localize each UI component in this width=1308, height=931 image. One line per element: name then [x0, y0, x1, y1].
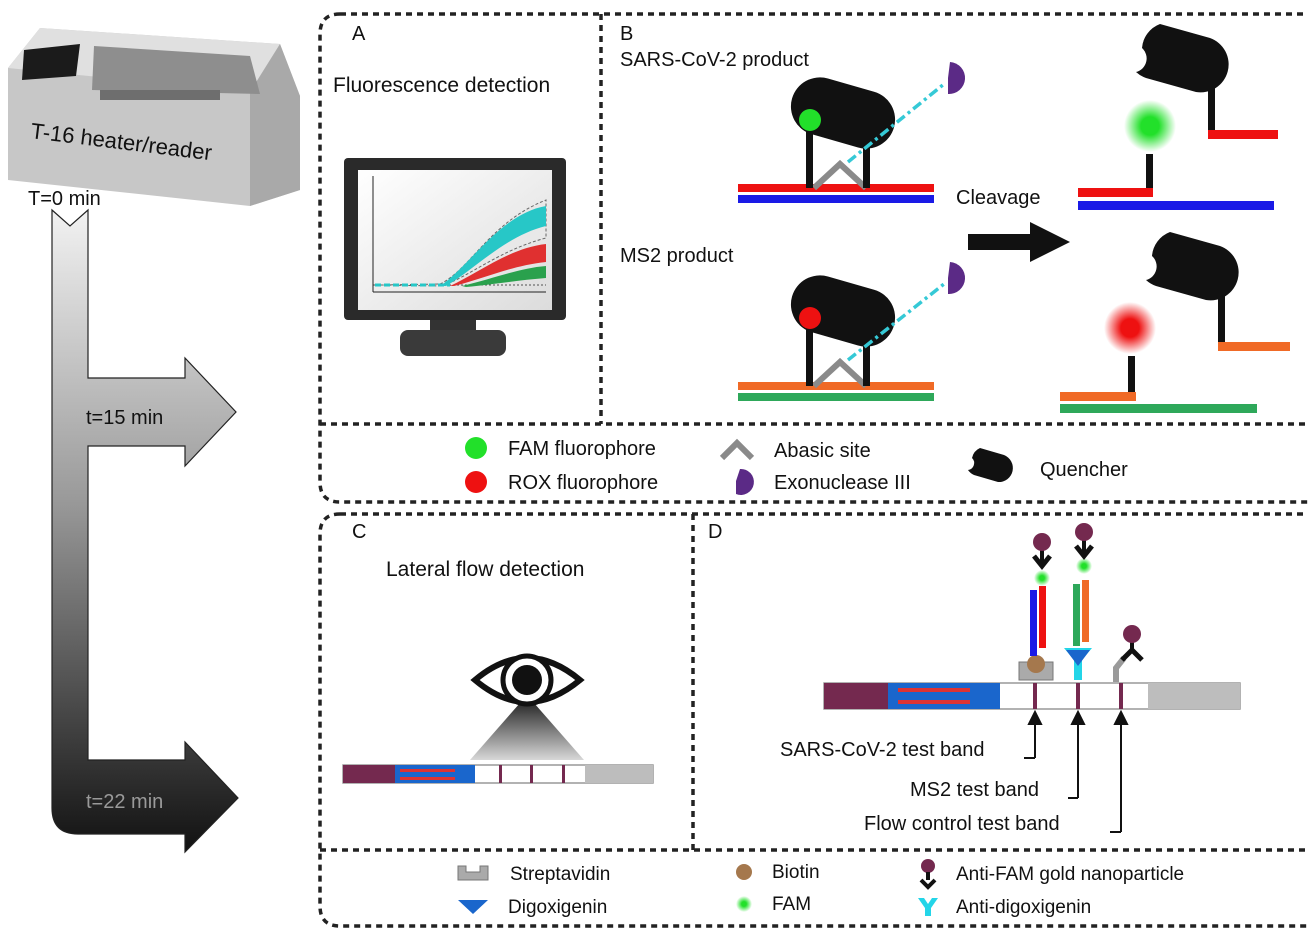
eye-icon: [470, 653, 585, 760]
legend-bottom: Streptavidin Digoxigenin Biotin FAM Anti…: [457, 859, 1184, 918]
panel-a-title: Fluorescence detection: [333, 74, 550, 97]
sars-strand-top: [738, 184, 934, 192]
legend-top: FAM fluorophore ROX fluorophore Abasic s…: [465, 437, 1128, 495]
legend-anti-dig: Anti-digoxigenin: [956, 897, 1091, 918]
sars-capture-complex: [1018, 533, 1054, 681]
quencher: [790, 275, 896, 347]
panel-b: B SARS-CoV-2 product MS2 product Cleavag…: [620, 23, 1290, 413]
legend-abasic: Abasic site: [774, 440, 871, 462]
device-lid: [92, 46, 260, 94]
quencher-swatch: [968, 448, 1013, 483]
anti-fam-swatch: [919, 859, 937, 890]
panel-a: A Fluorescence detection: [333, 23, 566, 356]
absorbent-pad: [1148, 683, 1240, 709]
sars-band-label: SARS-CoV-2 test band: [780, 739, 985, 761]
ms2-band-label: MS2 test band: [910, 779, 1039, 801]
digoxigenin-swatch: [458, 900, 488, 914]
legend-quencher: Quencher: [1040, 459, 1128, 481]
fam-fluorophore: [799, 109, 821, 131]
fam-swatch: [736, 896, 752, 912]
panel-d: D: [708, 521, 1241, 835]
sars-strand-bottom: [738, 195, 934, 203]
biotin-swatch: [736, 864, 752, 880]
sars-product-label: SARS-CoV-2 product: [620, 49, 809, 71]
ms2-strand-bottom: [738, 393, 934, 401]
exonuclease-iii: [948, 62, 966, 95]
flow-band-label: Flow control test band: [864, 813, 1060, 835]
panel-b-letter: B: [620, 23, 633, 45]
streptavidin-swatch: [457, 865, 489, 881]
legend-digoxigenin: Digoxigenin: [508, 897, 607, 918]
sars-intact-probe: [738, 62, 966, 203]
sars-test-line: [1033, 683, 1037, 709]
legend-fam-label: FAM: [772, 894, 811, 915]
abasic-site: [811, 357, 869, 389]
legend-exo: Exonuclease III: [774, 472, 911, 494]
t16-device: T-16 heater/reader: [8, 28, 300, 206]
t15-label: t=15 min: [86, 407, 163, 429]
quencher: [790, 77, 896, 149]
abasic-site: [811, 159, 869, 191]
legend-streptavidin: Streptavidin: [510, 864, 610, 885]
rox-fluorophore: [799, 307, 821, 329]
lateral-flow-strip-small: [342, 764, 654, 784]
bottom-frame-border: [318, 512, 1308, 928]
panel-c: C Lateral flow detection: [342, 521, 654, 784]
device-display: [22, 44, 80, 80]
ms2-capture-complex: [1064, 523, 1094, 680]
legend-biotin: Biotin: [772, 862, 820, 883]
legend-rox: ROX fluorophore: [508, 472, 658, 494]
t22-label: t=22 min: [86, 791, 163, 813]
anti-dig-swatch: [918, 898, 938, 916]
exonuclease-swatch: [736, 468, 754, 495]
ms2-cleaved-product: [1060, 232, 1290, 413]
cleavage-label: Cleavage: [956, 187, 1041, 209]
panel-frames: [318, 12, 1308, 928]
monitor-icon: [344, 158, 566, 356]
rox-fluorophore-swatch: [465, 471, 487, 493]
rox-glow: [1104, 302, 1156, 354]
ms2-test-line: [1076, 683, 1080, 709]
flow-control-line: [1119, 683, 1123, 709]
fam-glow: [1124, 100, 1176, 152]
cleavage-arrow: [968, 222, 1070, 262]
t0-label: T=0 min: [28, 188, 101, 210]
panel-d-letter: D: [708, 521, 722, 543]
legend-anti-fam: Anti-FAM gold nanoparticle: [956, 864, 1184, 885]
ms2-product-label: MS2 product: [620, 245, 734, 267]
panel-a-letter: A: [352, 23, 366, 45]
fam-fluorophore-swatch: [465, 437, 487, 459]
exonuclease-iii: [948, 262, 966, 295]
abasic-site-swatch: [719, 438, 755, 461]
panel-c-letter: C: [352, 521, 366, 543]
lateral-flow-strip-large: [823, 682, 1241, 710]
sars-cleaved-product: [1078, 24, 1278, 210]
flow-control-complex: [1113, 625, 1144, 682]
sample-pad: [824, 683, 888, 709]
legend-fam: FAM fluorophore: [508, 438, 656, 460]
quencher: [1136, 24, 1229, 93]
band-pointers: [1024, 709, 1129, 833]
ms2-intact-probe: [738, 262, 966, 401]
top-frame-border: [318, 12, 1308, 504]
ms2-strand-top: [738, 382, 934, 390]
quencher: [1146, 232, 1239, 301]
timeline-arrow: T=0 min t=15 min t=22 min: [28, 188, 239, 854]
panel-c-title: Lateral flow detection: [386, 558, 584, 581]
